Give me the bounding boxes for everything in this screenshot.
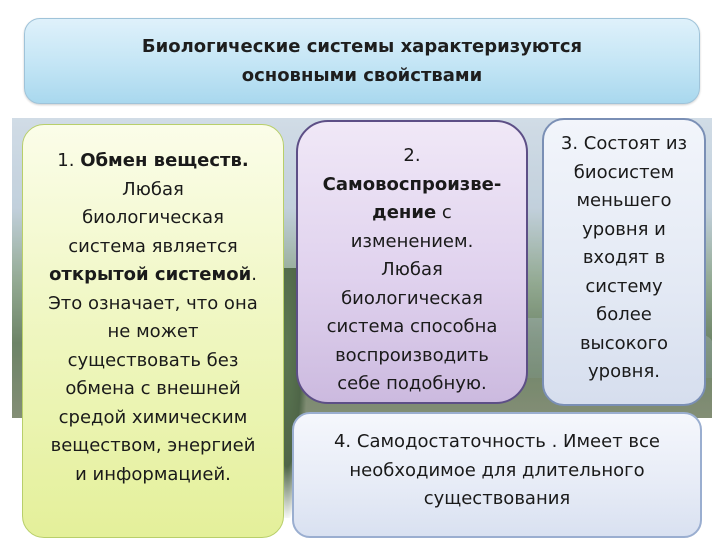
card2-text-line: Любая — [381, 259, 443, 280]
card1-text-line: не может — [107, 321, 199, 342]
card2-text-line: система способна — [326, 316, 498, 337]
card1-text-line: Любая — [122, 178, 184, 200]
card3-text-line: уровня. — [587, 361, 661, 382]
property-card-hierarchy: 3. Состоят из биосистем меньшего уровня … — [542, 118, 706, 406]
card2-title: Самовоспроизве- — [322, 173, 502, 195]
card1-text-line: система является — [68, 235, 238, 257]
slide-title: Биологические системы характеризуются ос… — [24, 18, 700, 104]
card3-text-line: входят в — [582, 247, 666, 268]
card2-text-fragment: с — [436, 202, 452, 223]
card4-text-line: 4. Самодостаточность . Имеет все — [333, 431, 660, 452]
card1-title: Обмен веществ. — [80, 150, 249, 171]
card3-text-line: меньшего — [576, 190, 672, 211]
card1-text-line: веществом, энергией — [50, 435, 256, 456]
card1-text-line: и информацией. — [75, 463, 231, 485]
card1-open-system-term: открытой системой — [49, 264, 252, 285]
card4-text-line: существования — [423, 488, 571, 509]
card1-text-line: существовать без — [67, 349, 239, 371]
card3-text-line: более — [596, 304, 652, 325]
property-card-self-sufficiency: 4. Самодостаточность . Имеет все необход… — [292, 412, 702, 538]
card3-text-line: 3. Состоят из — [560, 133, 688, 154]
title-line-1: Биологические системы характеризуются — [141, 36, 583, 57]
card3-text-line: систему — [585, 275, 663, 297]
property-card-self-reproduction: 2. Самовоспроизве- дение с изменением. Л… — [296, 120, 528, 404]
card3-text-line: высокого — [579, 332, 669, 354]
property-card-metabolism: 1. Обмен веществ. Любая биологическая си… — [22, 124, 284, 538]
card3-text-line: биосистем — [573, 161, 675, 183]
card2-title-cont: дение — [372, 202, 437, 223]
card2-text-line: воспроизводить — [335, 344, 489, 366]
card1-number: 1. — [57, 150, 81, 171]
card2-text-line: себе подобную. — [337, 373, 487, 394]
card2-number: 2. — [403, 145, 421, 166]
card1-text-line: биологическая — [82, 207, 224, 228]
card1-text-line: средой химическим — [58, 406, 248, 428]
card3-text-line: уровня и — [582, 218, 666, 240]
card4-text-line: необходимое для длительного — [349, 459, 645, 481]
card1-text-fragment: . — [251, 264, 257, 285]
card1-text-line: обмена с внешней — [65, 378, 241, 399]
card2-text-line: биологическая — [341, 287, 483, 309]
card1-text-line: Это означает, что она — [48, 292, 258, 314]
title-line-2: основными свойствами — [241, 65, 483, 86]
card2-text-line: изменением. — [350, 230, 474, 252]
